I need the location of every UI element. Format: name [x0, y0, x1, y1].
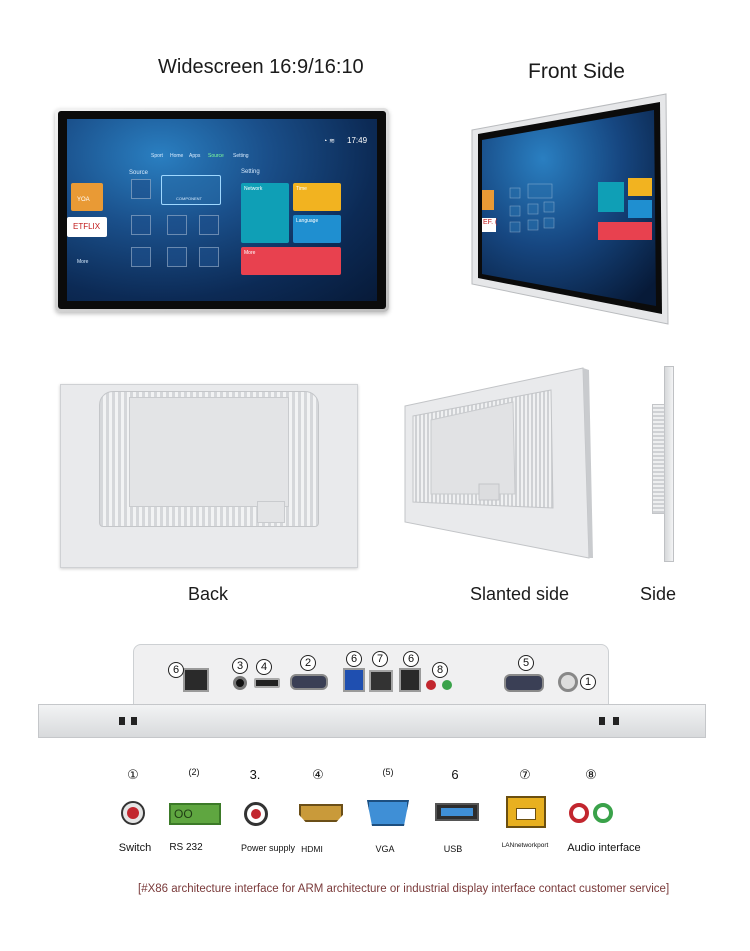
screen-tab-setting: Setting [233, 153, 249, 159]
screen-source-tile [131, 179, 151, 199]
screen-tab-home: Home [170, 153, 184, 159]
screen-source-tile [131, 247, 151, 267]
legend-num-lan: ⑦ [519, 767, 531, 782]
audio-mic-jack [426, 680, 436, 690]
legend-label-usb: USB [443, 844, 463, 854]
power-button-icon [121, 801, 145, 825]
usb-icon [435, 803, 479, 821]
front-side-title: Front Side [528, 60, 625, 83]
monitor-screen: Sport Home Apps Source Setting ◔ ≋ 17:49… [67, 119, 377, 301]
legend-label-rs232: RS 232 [169, 842, 203, 853]
hdmi-port [254, 678, 280, 688]
usb2-port [399, 668, 421, 692]
monitor-front: Sport Home Apps Source Setting ◔ ≋ 17:49… [55, 108, 389, 312]
side-caption: Side [640, 584, 677, 604]
vga-icon [367, 800, 409, 826]
widescreen-title: Widescreen 16:9/16:10 [158, 56, 364, 78]
screen-tab-source: Source [208, 153, 224, 159]
screen-source-heading: Source [129, 170, 149, 176]
port-number-audio: 8 [432, 662, 448, 678]
side-view [652, 366, 676, 562]
legend-label-hdmi: HDMI [301, 844, 323, 854]
rs232-icon: OO [169, 803, 221, 825]
screen-setting-heading: Setting [241, 169, 260, 175]
screen-wifi-icon: ◔ ≋ [323, 138, 336, 145]
port-number-serial: 5 [518, 655, 534, 671]
screen-source-tile [199, 215, 219, 235]
legend-num-power: 3. [249, 767, 261, 782]
power-supply-icon [244, 802, 268, 826]
footer-note: [#X86 architecture interface for ARM arc… [138, 883, 670, 895]
legend-label-audio: Audio interface [567, 842, 641, 854]
screen-tab-sport: Sport [151, 153, 163, 159]
monitor-angled-front: EF. ( [470, 92, 670, 326]
legend-label-power-supply: Power supply [240, 843, 296, 853]
back-mount-plate [129, 397, 289, 507]
port-number-vga: 2 [300, 655, 316, 671]
port-number-lan: 7 [372, 651, 388, 667]
port-number-dc: 3 [232, 658, 248, 674]
legend-label-switch: Switch [118, 842, 152, 854]
port-number-hdmi: 4 [256, 659, 272, 675]
io-lower-bar [38, 704, 706, 738]
lan-port [369, 670, 393, 692]
usb-dual-port-left [183, 668, 209, 692]
screen-time-tile: Time [293, 183, 341, 211]
power-switch [558, 672, 578, 692]
vga-port [290, 674, 328, 690]
port-number-usb-left: 6 [168, 662, 184, 678]
legend-num-rs232: (2) [188, 767, 200, 777]
audio-out-icon [593, 803, 613, 823]
port-number-usb2: 6 [403, 651, 419, 667]
screen-time: 17:49 [347, 136, 368, 145]
screen-language-tile: Language [293, 215, 341, 243]
screen-app-tile-1: YOA [71, 183, 103, 211]
screen-left-more: More [77, 259, 89, 265]
slanted-view [403, 366, 593, 560]
back-panel [60, 384, 358, 568]
rs232-port [504, 674, 544, 692]
screen-more-tile: More [241, 247, 341, 275]
back-cover [257, 501, 285, 523]
screen-network-tile: Network [241, 183, 289, 243]
legend-label-vga: VGA [375, 844, 395, 854]
screen-app-tile-2: ETFLIX [67, 217, 107, 237]
legend-label-lan: LANnetworkport [501, 842, 549, 849]
legend-num-switch: ① [127, 767, 139, 782]
audio-mic-icon [569, 803, 589, 823]
screen-source-tile [167, 215, 187, 235]
dc-power-jack [233, 676, 247, 690]
lan-port-icon [506, 796, 546, 828]
screen-source-tile [199, 247, 219, 267]
legend-num-audio: ⑧ [585, 767, 597, 782]
screen-source-tile [167, 247, 187, 267]
port-number-switch: 1 [580, 674, 596, 690]
slanted-caption: Slanted side [470, 584, 570, 604]
back-caption: Back [188, 584, 229, 604]
legend-num-usb: 6 [451, 767, 459, 782]
screen-tab-apps: Apps [189, 153, 201, 159]
legend-num-hdmi: ④ [312, 767, 324, 782]
port-number-usb3: 6 [346, 651, 362, 667]
angled-app-label: EF. ( [483, 219, 498, 226]
screen-source-tile [131, 215, 151, 235]
usb3-port [343, 668, 365, 692]
hdmi-icon [299, 804, 343, 822]
audio-out-jack [442, 680, 452, 690]
legend-num-vga: (5) [382, 767, 394, 777]
screen-component-tile: COMPONENT [161, 175, 221, 205]
